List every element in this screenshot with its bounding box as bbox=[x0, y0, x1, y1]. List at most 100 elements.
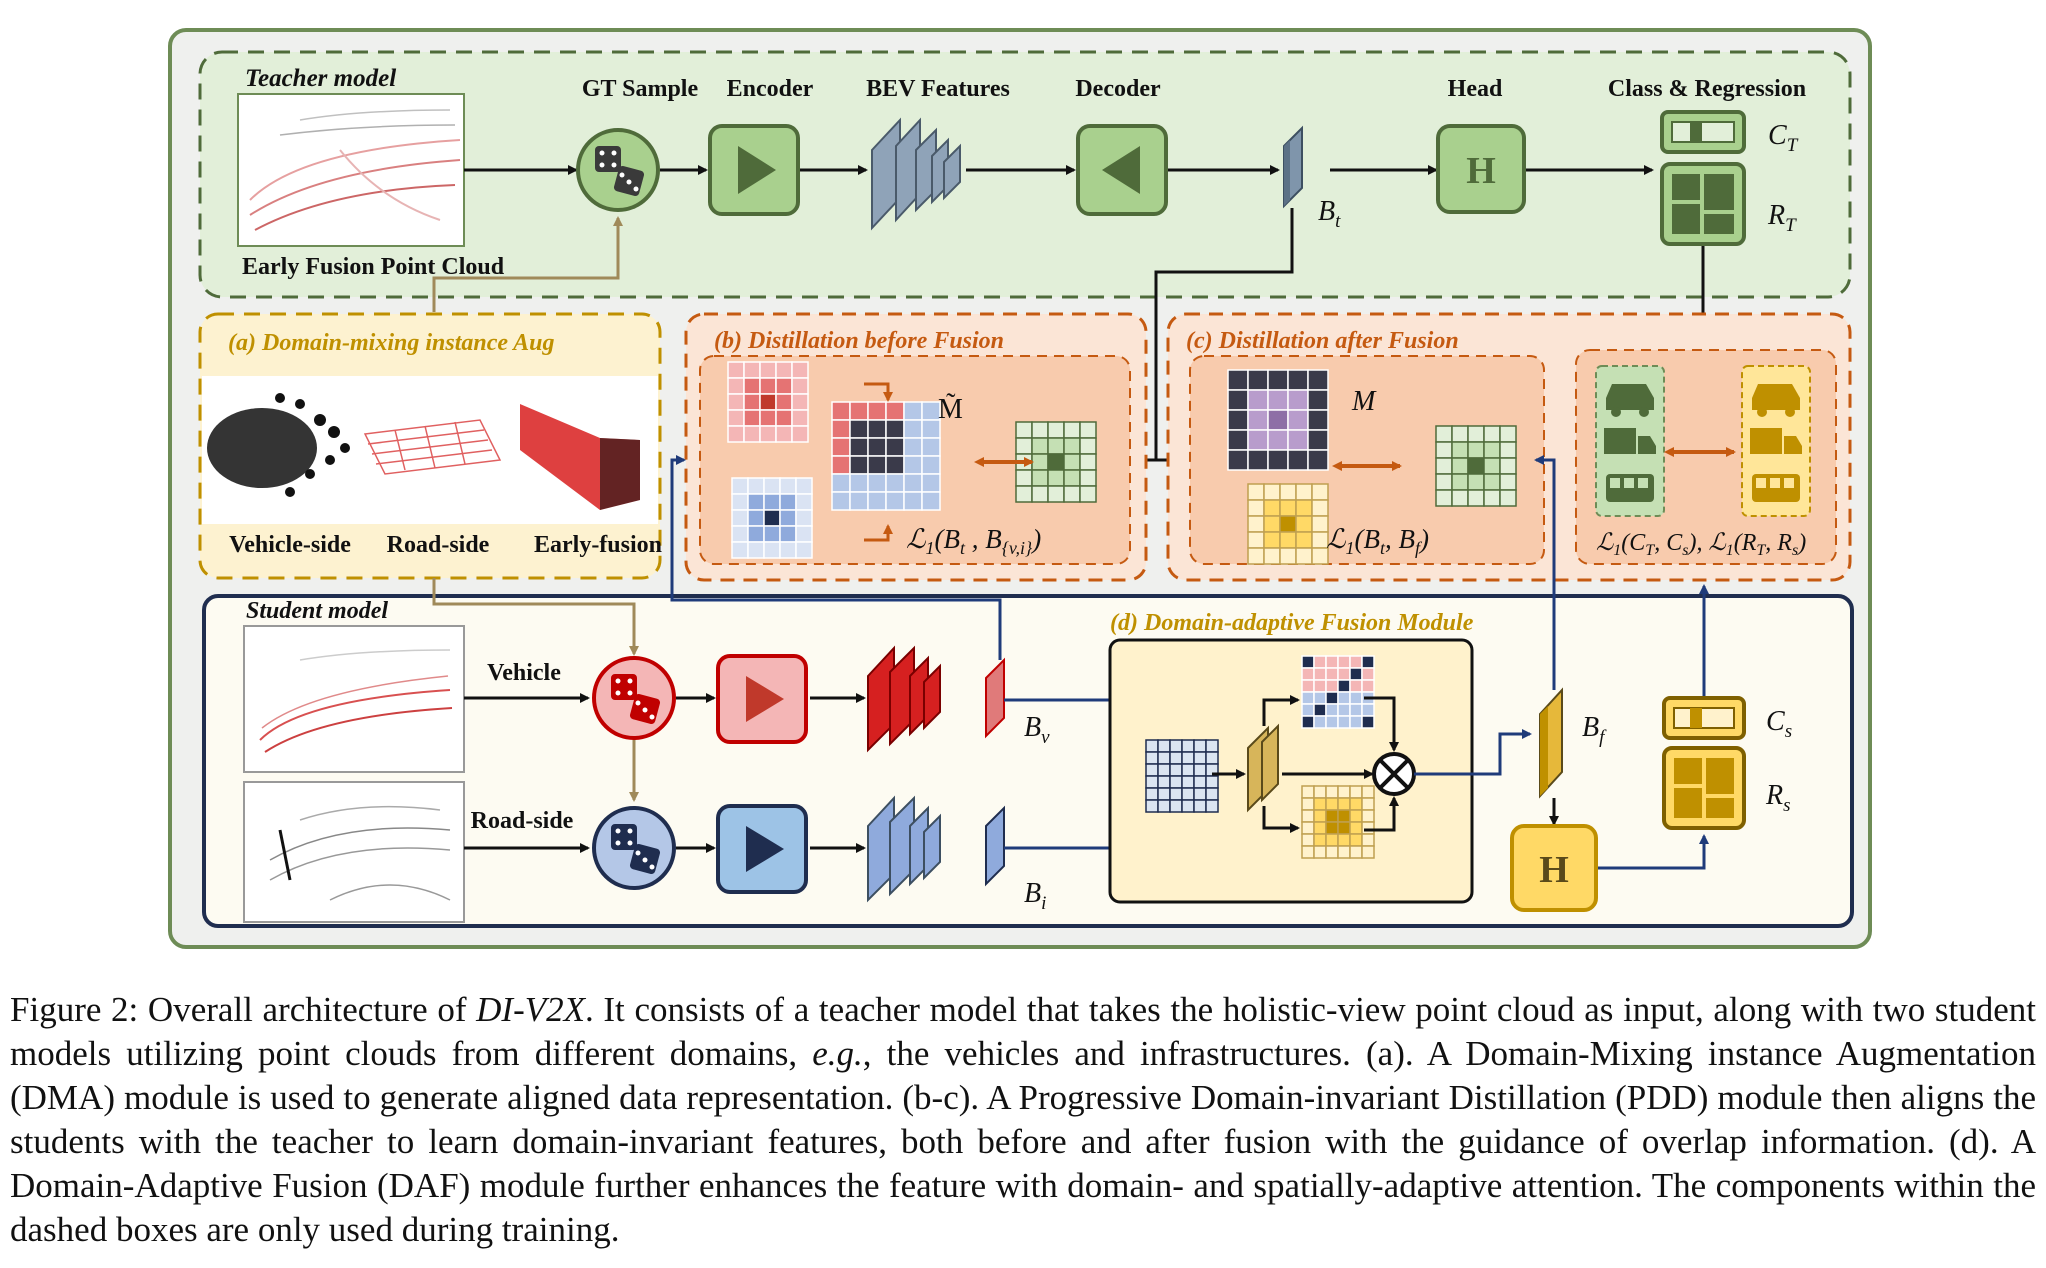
vehicle-pointcloud-image bbox=[243, 625, 465, 773]
grid-cell bbox=[831, 491, 851, 511]
fused-feature-grid bbox=[1247, 483, 1329, 565]
grid-cell bbox=[1287, 409, 1309, 431]
grid-cell bbox=[1337, 809, 1351, 823]
grid-cell bbox=[775, 377, 793, 395]
grid-cell bbox=[1499, 457, 1517, 475]
teacher-class-output-icon bbox=[1660, 110, 1746, 154]
grid-cell bbox=[849, 401, 869, 421]
grid-cell bbox=[1193, 751, 1207, 765]
bf-label: Bf bbox=[1582, 712, 1607, 748]
grid-cell bbox=[885, 401, 905, 421]
grid-cell bbox=[1313, 785, 1327, 799]
bt-label: Bt bbox=[1318, 196, 1341, 232]
grid-cell bbox=[1169, 763, 1183, 777]
grid-cell bbox=[1301, 821, 1315, 835]
grid-cell bbox=[831, 455, 851, 475]
grid-cell bbox=[1349, 797, 1363, 811]
grid-cell bbox=[831, 437, 851, 457]
grid-cell bbox=[1227, 389, 1249, 411]
grid-cell bbox=[1467, 425, 1485, 443]
grid-cell bbox=[791, 377, 809, 395]
grid-cell bbox=[1313, 679, 1327, 693]
grid-cell bbox=[791, 409, 809, 427]
grid-cell bbox=[885, 419, 905, 439]
spatial-attention-grid bbox=[1301, 785, 1375, 859]
grid-cell bbox=[1247, 449, 1269, 471]
grid-cell bbox=[1451, 473, 1469, 491]
grid-cell bbox=[775, 409, 793, 427]
grid-cell bbox=[1145, 775, 1159, 789]
grid-cell bbox=[1467, 473, 1485, 491]
grid-cell bbox=[759, 377, 777, 395]
grid-cell bbox=[731, 541, 749, 559]
grid-cell bbox=[747, 493, 765, 511]
grid-cell bbox=[1349, 703, 1363, 717]
grid-cell bbox=[1307, 449, 1329, 471]
grid-cell bbox=[1337, 679, 1351, 693]
grid-cell bbox=[747, 477, 765, 495]
grid-cell bbox=[1361, 797, 1375, 811]
domain-attention-grid bbox=[1301, 655, 1375, 729]
grid-cell bbox=[885, 473, 905, 493]
grid-cell bbox=[903, 491, 923, 511]
grid-cell bbox=[1157, 787, 1171, 801]
grid-cell bbox=[1313, 691, 1327, 705]
grid-cell bbox=[1267, 429, 1289, 451]
grid-cell bbox=[903, 455, 923, 475]
grid-cell bbox=[1499, 473, 1517, 491]
grid-cell bbox=[1063, 469, 1081, 487]
teacher-panel: Teacher model Early Fusion Point Cloud G… bbox=[198, 50, 1852, 299]
grid-cell bbox=[1079, 437, 1097, 455]
rs-label: Rs bbox=[1765, 780, 1791, 816]
grid-cell bbox=[1361, 703, 1375, 717]
grid-cell bbox=[1267, 449, 1289, 471]
roadside-bev-features-icon bbox=[867, 795, 941, 903]
grid-cell bbox=[1267, 369, 1289, 391]
grid-cell bbox=[1451, 425, 1469, 443]
grid-cell bbox=[1361, 845, 1375, 859]
grid-cell bbox=[1307, 369, 1329, 391]
grid-cell bbox=[1181, 739, 1195, 753]
grid-cell bbox=[1483, 489, 1501, 507]
grid-cell bbox=[731, 525, 749, 543]
student-vehicles-icon bbox=[1741, 365, 1811, 517]
grid-cell bbox=[1301, 809, 1315, 823]
grid-cell bbox=[1287, 449, 1309, 471]
grid-cell bbox=[743, 377, 761, 395]
grid-cell bbox=[1193, 763, 1207, 777]
grid-cell bbox=[1279, 499, 1297, 517]
vehicle-side-label: Vehicle-side bbox=[229, 532, 351, 558]
grid-cell bbox=[1435, 489, 1453, 507]
grid-cell bbox=[1205, 799, 1219, 813]
grid-cell bbox=[759, 409, 777, 427]
grid-cell bbox=[1349, 655, 1363, 669]
roadside-feature-grid bbox=[731, 477, 813, 559]
grid-cell bbox=[1157, 775, 1171, 789]
grid-cell bbox=[779, 477, 797, 495]
grid-cell bbox=[743, 361, 761, 379]
grid-cell bbox=[1169, 787, 1183, 801]
teacher-regression-output-icon bbox=[1660, 162, 1746, 246]
grid-cell bbox=[1063, 437, 1081, 455]
teacher-pointcloud-image bbox=[237, 93, 465, 247]
grid-cell bbox=[1247, 409, 1269, 431]
grid-cell bbox=[1313, 667, 1327, 681]
grid-cell bbox=[775, 425, 793, 443]
grid-cell bbox=[1301, 715, 1315, 729]
grid-cell bbox=[903, 473, 923, 493]
grid-cell bbox=[1301, 785, 1315, 799]
grid-cell bbox=[795, 509, 813, 527]
grid-cell bbox=[763, 477, 781, 495]
grid-cell bbox=[1157, 751, 1171, 765]
grid-cell bbox=[1227, 449, 1249, 471]
grid-cell bbox=[1349, 833, 1363, 847]
grid-cell bbox=[903, 437, 923, 457]
grid-cell bbox=[1169, 751, 1183, 765]
bf-feature-icon bbox=[1539, 687, 1563, 799]
teacher-vehicles-icon bbox=[1595, 365, 1665, 517]
grid-cell bbox=[1313, 703, 1327, 717]
grid-cell bbox=[1193, 787, 1207, 801]
grid-cell bbox=[1325, 821, 1339, 835]
roadside-dice-icon bbox=[592, 806, 676, 890]
grid-cell bbox=[1247, 515, 1265, 533]
